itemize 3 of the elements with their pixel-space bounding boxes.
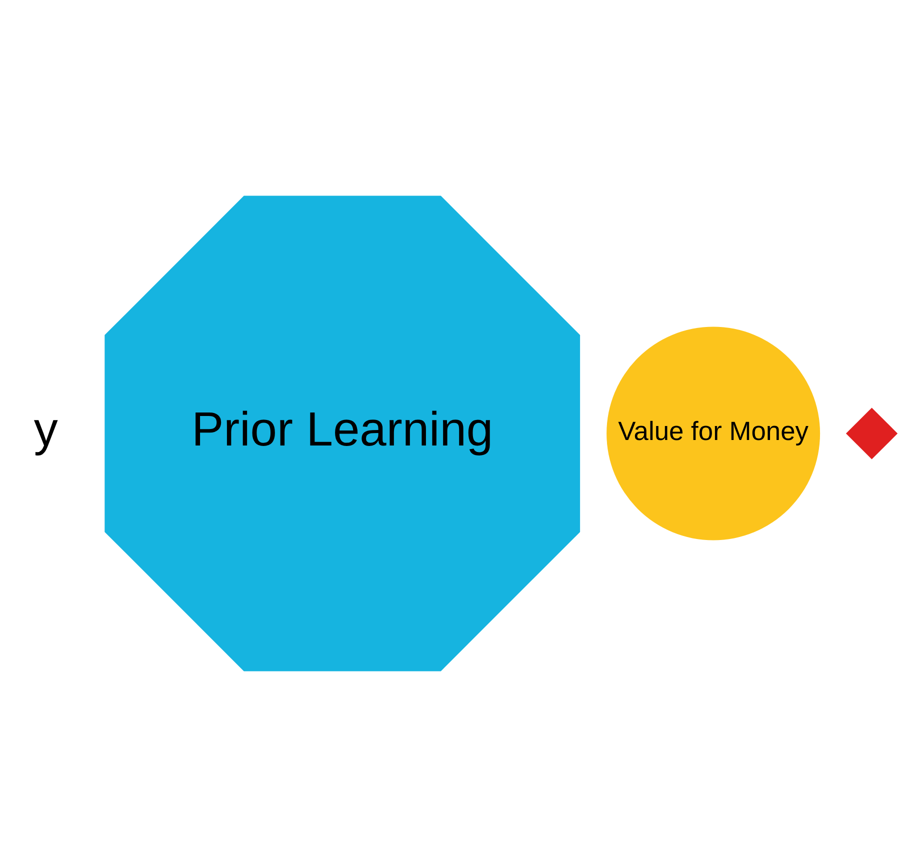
node-diamond bbox=[846, 408, 898, 460]
label: y bbox=[34, 404, 58, 457]
node-circle: Value for Money bbox=[606, 326, 820, 540]
